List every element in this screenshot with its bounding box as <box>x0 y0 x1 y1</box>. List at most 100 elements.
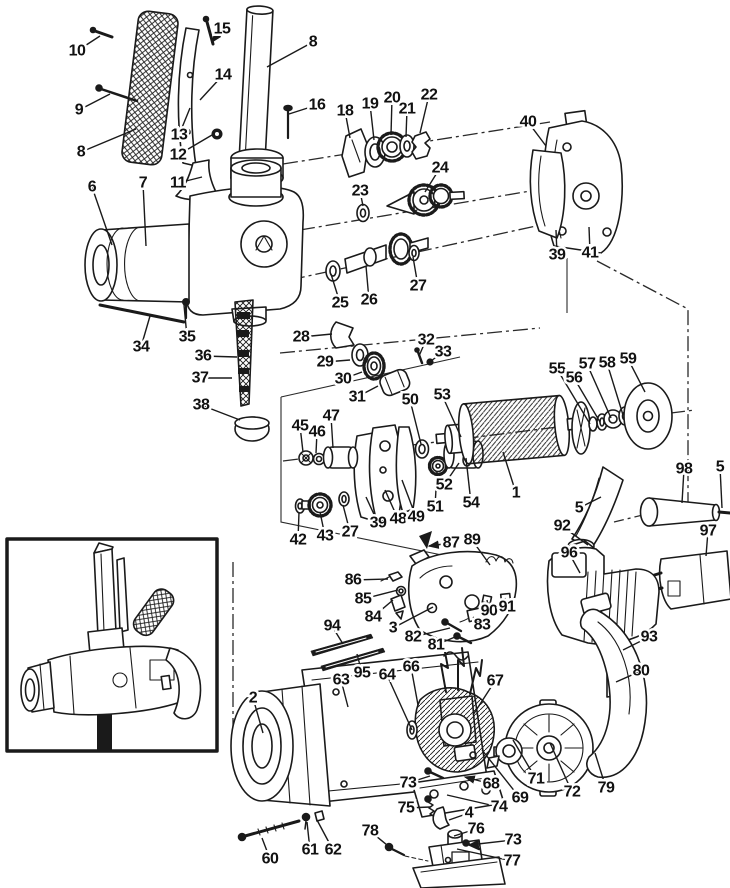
callout-leader-27 <box>342 504 351 533</box>
fan-baffle-59-part <box>623 382 673 450</box>
callout-leader-82 <box>412 627 451 638</box>
callout-label-97: 97 <box>700 523 717 540</box>
callout-label-90: 90 <box>481 603 498 620</box>
fan-washers-55-56-part <box>571 401 608 455</box>
callout-leader-95 <box>356 653 363 674</box>
washer-27-part <box>408 244 420 262</box>
callout-label-21: 21 <box>399 101 416 118</box>
callout-leader-48 <box>384 489 399 520</box>
callout-leader-79 <box>594 752 607 789</box>
clip-84-part <box>390 594 406 620</box>
wires-89-part <box>485 556 514 564</box>
callout-leader-73 <box>407 775 431 784</box>
cord-98-part <box>639 497 730 527</box>
callout-leader-71 <box>512 739 537 780</box>
callout-leader-78 <box>369 830 394 851</box>
callout-label-19: 19 <box>362 96 379 113</box>
callout-label-80: 80 <box>633 663 650 680</box>
callout-label-49: 49 <box>408 509 425 526</box>
callout-leader-55 <box>556 368 591 425</box>
baffle-plate-74-part <box>411 770 505 818</box>
callout-leader-8 <box>266 41 314 68</box>
callout-label-8: 8 <box>309 34 318 51</box>
callout-label-54: 54 <box>463 495 480 512</box>
washer-23-part <box>356 203 370 223</box>
callout-leader-20 <box>390 97 393 136</box>
handle-strap-13-14-part <box>177 27 200 167</box>
callout-leader-21 <box>405 108 408 138</box>
callout-leader-11 <box>177 176 203 184</box>
callout-leader-39 <box>365 496 379 524</box>
callout-label-73: 73 <box>505 832 522 849</box>
callout-leader-41 <box>588 226 591 254</box>
callout-label-28: 28 <box>293 329 310 346</box>
screw-81-part <box>453 632 473 645</box>
callout-leader-8 <box>80 128 137 153</box>
callout-leader-83 <box>472 616 483 626</box>
callout-leader-81 <box>435 636 456 646</box>
callout-leader-63 <box>340 679 349 708</box>
callout-label-63: 63 <box>333 672 350 689</box>
callout-label-10: 10 <box>69 43 86 60</box>
callout-label-60: 60 <box>262 851 279 868</box>
callout-leader-14 <box>199 74 224 101</box>
spring-75-part <box>424 795 436 818</box>
callout-label-42: 42 <box>290 532 307 549</box>
callout-leader-25 <box>330 273 341 304</box>
gear-20-part <box>376 131 408 163</box>
callout-leader-31 <box>356 385 379 398</box>
callout-leader-5 <box>578 496 602 509</box>
callout-leader-68 <box>463 775 492 785</box>
callout-leader-16 <box>288 104 318 115</box>
callout-label-77: 77 <box>504 853 521 870</box>
callout-leader-1 <box>502 451 517 494</box>
callout-label-1: 1 <box>512 485 521 502</box>
callout-label-71: 71 <box>528 771 545 788</box>
callout-label-53: 53 <box>434 387 451 404</box>
callout-label-5: 5 <box>575 500 584 517</box>
handle-79-part <box>579 592 648 778</box>
callout-label-39: 39 <box>549 247 566 264</box>
callout-label-89: 89 <box>464 532 481 549</box>
callout-leader-57 <box>586 363 612 419</box>
callout-label-52: 52 <box>436 477 453 494</box>
gasket-40-part <box>529 149 566 239</box>
callout-label-39: 39 <box>370 515 387 532</box>
gear-43-part <box>301 492 333 518</box>
callout-label-18: 18 <box>337 103 354 120</box>
washer-25-part <box>325 260 341 282</box>
front-bell-2-part <box>230 683 331 807</box>
nut-61-part <box>301 812 311 830</box>
callout-label-9: 9 <box>75 102 84 119</box>
callout-leader-39 <box>555 229 558 256</box>
callout-label-33: 33 <box>435 344 452 361</box>
callout-label-75: 75 <box>398 800 415 817</box>
callout-label-69: 69 <box>512 790 529 807</box>
gear-shaft-24-part <box>386 183 465 217</box>
lever-4-part <box>432 806 450 830</box>
callout-label-95: 95 <box>354 665 371 682</box>
callout-leader-73 <box>467 839 514 849</box>
callout-label-57: 57 <box>579 356 596 373</box>
callout-label-15: 15 <box>214 21 231 38</box>
brush-rod-94-part <box>310 633 374 657</box>
screw-73a-part <box>424 767 445 780</box>
inset-assembled-view <box>5 537 219 753</box>
callout-leader-13 <box>178 107 191 136</box>
callout-leader-15 <box>211 28 223 44</box>
gear-housing-6-7-part <box>84 159 305 327</box>
callout-label-37: 37 <box>192 370 209 387</box>
callout-label-3: 3 <box>389 620 398 637</box>
cam-31-part <box>379 368 411 397</box>
callout-leader-46 <box>315 431 318 454</box>
callout-label-73: 73 <box>400 775 417 792</box>
screw-82-part <box>441 618 463 633</box>
callout-leader-50 <box>409 399 422 445</box>
bit-90-part <box>481 594 493 605</box>
callout-leader-64 <box>386 674 413 731</box>
callout-leader-66 <box>410 666 419 706</box>
callout-leader-77 <box>456 848 513 862</box>
callout-leader-56 <box>573 377 601 423</box>
callout-label-72: 72 <box>564 784 581 801</box>
felt-sleeve-47-part <box>322 446 359 469</box>
